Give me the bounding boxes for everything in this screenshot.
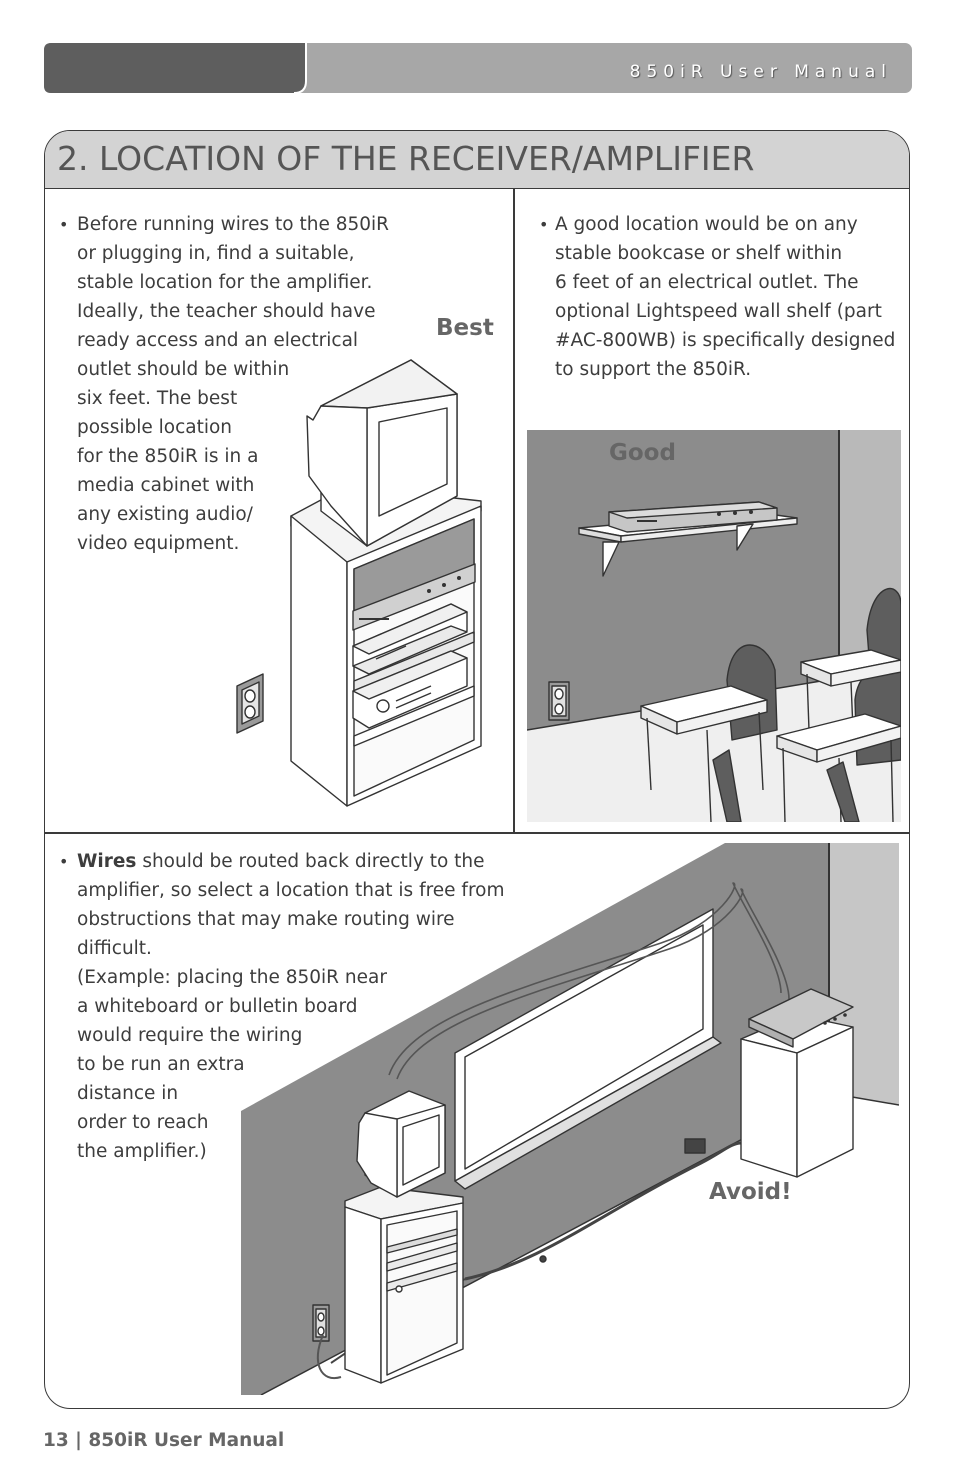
section-title: 2. LOCATION OF THE RECEIVER/AMPLIFIER	[57, 139, 755, 178]
text-line: ready access and an electrical	[77, 330, 359, 351]
text-line: possible location	[77, 417, 233, 438]
column-divider	[513, 188, 515, 833]
avoid-paragraph: Wires should be routed back directly to …	[77, 847, 505, 1166]
header-title: 850iR User Manual	[629, 62, 892, 82]
bullet: •	[59, 852, 69, 871]
text-line: (Example: placing the 850iR near	[77, 967, 387, 988]
title-band: 2. LOCATION OF THE RECEIVER/AMPLIFIER	[45, 131, 909, 189]
text-line: A good location would be on any	[555, 214, 858, 235]
text-line: distance in	[77, 1083, 179, 1104]
text-line: difficult.	[77, 938, 152, 959]
text-line: video equipment.	[77, 533, 240, 554]
media-cabinet-illustration	[236, 359, 482, 807]
text-line: a whiteboard or bulletin board	[77, 996, 358, 1017]
text-line: optional Lightspeed wall shelf (part	[555, 301, 882, 322]
page-footer: 13 | 850iR User Manual	[43, 1430, 285, 1451]
text-line: or plugging in, find a suitable,	[77, 243, 355, 264]
text-line: the amplifier.)	[77, 1141, 207, 1162]
wall-outlet-icon	[312, 1304, 330, 1342]
text-line: to be run an extra	[77, 1054, 245, 1075]
text-line: any existing audio/	[77, 504, 253, 525]
best-caption: Best	[436, 315, 494, 341]
content-card: 2. LOCATION OF THE RECEIVER/AMPLIFIER • …	[44, 130, 910, 1409]
text-line: order to reach	[77, 1112, 209, 1133]
header-bar	[44, 43, 912, 93]
best-paragraph: Before running wires to the 850iR or plu…	[77, 210, 389, 558]
good-paragraph: A good location would be on any stable b…	[555, 210, 895, 384]
bullet: •	[539, 215, 549, 234]
bullet: •	[59, 215, 69, 234]
wall-shelf-illustration	[527, 430, 901, 822]
whiteboard-wiring-illustration	[241, 843, 899, 1395]
text-line: six feet. The best	[77, 388, 238, 409]
text-line: outlet should be within	[77, 359, 290, 380]
good-caption: Good	[609, 440, 676, 466]
text-line: 6 feet of an electrical outlet. The	[555, 272, 859, 293]
text-line: Ideally, the teacher should have	[77, 301, 376, 322]
text-line: would require the wiring	[77, 1025, 303, 1046]
text-line: obstructions that may make routing wire	[77, 909, 455, 930]
text-line: Before running wires to the 850iR	[77, 214, 390, 235]
text-fragment: should be routed back directly to the	[136, 851, 485, 872]
wall-outlet-icon	[236, 673, 264, 734]
text-line: #AC-800WB) is specifically designed	[555, 330, 896, 351]
text-line: Wires should be routed back directly to …	[77, 847, 505, 876]
text-line: stable location for the amplifier.	[77, 272, 373, 293]
wall-outlet-icon	[548, 681, 570, 721]
text-line: stable bookcase or shelf within	[555, 243, 843, 264]
avoid-caption: Avoid!	[709, 1179, 792, 1205]
text-line: media cabinet with	[77, 475, 255, 496]
text-line: amplifier, so select a location that is …	[77, 880, 505, 901]
bold-lead: Wires	[77, 851, 137, 872]
text-line: for the 850iR is in a	[77, 446, 259, 467]
row-divider	[45, 832, 909, 834]
text-line: to support the 850iR.	[555, 359, 752, 380]
